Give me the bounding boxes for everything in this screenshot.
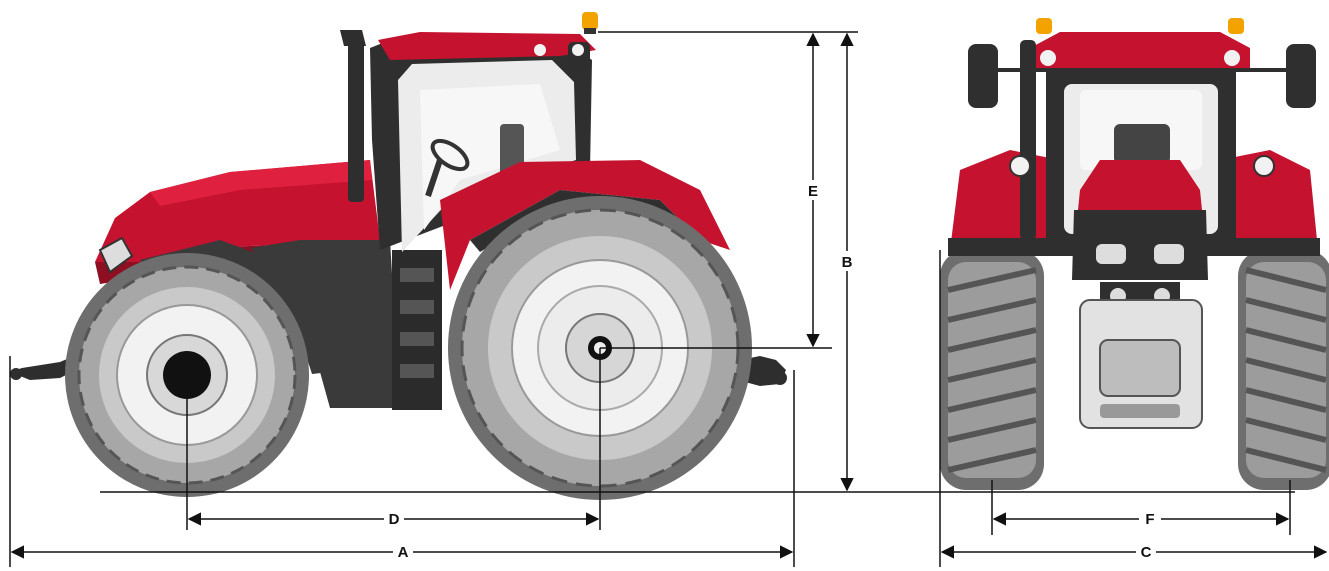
- dimension-f: F: [992, 511, 1290, 528]
- tractor-front-view: [940, 18, 1329, 490]
- dimension-label-e: E: [808, 183, 818, 200]
- front-view-left-fender: [950, 150, 1060, 250]
- front-view-left-mirror: [968, 44, 998, 108]
- dimension-label-b: B: [842, 254, 853, 271]
- dimension-d: D: [187, 511, 600, 528]
- front-view-right-mirror: [1286, 44, 1316, 108]
- front-view-exhaust: [1020, 40, 1036, 240]
- dimension-label-f: F: [1145, 511, 1154, 528]
- front-view-left-tire: [940, 250, 1044, 490]
- front-view-left-beacon: [1036, 18, 1052, 34]
- dimension-label-a: A: [398, 544, 409, 561]
- front-fender: [140, 240, 330, 374]
- dimension-label-d: D: [389, 511, 400, 528]
- dimension-label-c: C: [1141, 544, 1152, 561]
- front-hitch: [10, 356, 80, 380]
- front-view-right-light: [1253, 155, 1275, 177]
- front-view-hood: [1072, 160, 1208, 312]
- front-view-hitch: [1079, 299, 1203, 429]
- exhaust-pipe: [340, 30, 366, 202]
- dimension-lines: [9, 31, 1295, 567]
- tractor-side-view: [10, 12, 787, 500]
- dimension-e: E: [806, 32, 820, 348]
- dimension-b: B: [840, 32, 854, 492]
- dimension-a: A: [10, 544, 794, 561]
- beacon-light: [582, 12, 598, 34]
- dimension-c: C: [940, 544, 1328, 561]
- front-view-right-beacon: [1228, 18, 1244, 34]
- front-view-left-light: [1009, 155, 1031, 177]
- front-view-right-fender: [1220, 150, 1318, 250]
- front-view-right-tire: [1238, 250, 1329, 490]
